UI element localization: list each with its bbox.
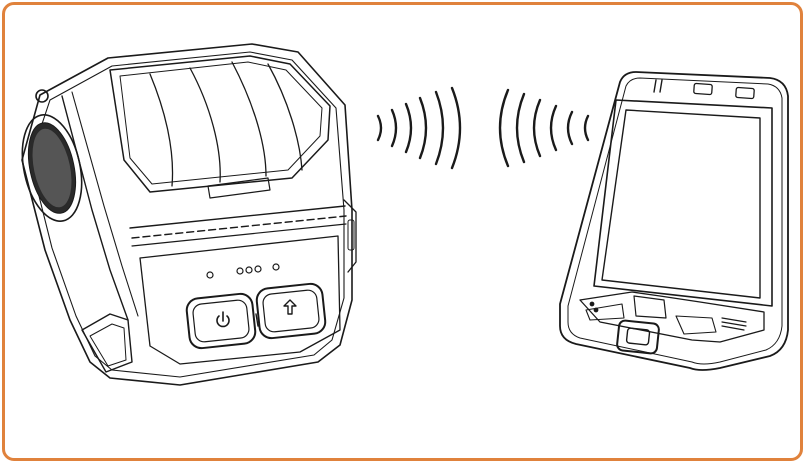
power-button[interactable] bbox=[186, 293, 257, 350]
strap-loop bbox=[36, 90, 48, 102]
navigation-pad bbox=[617, 320, 660, 354]
device-screen bbox=[602, 110, 760, 298]
printer-body bbox=[22, 44, 352, 385]
mobile-printer bbox=[13, 44, 356, 385]
indicator-led bbox=[237, 268, 243, 274]
indicator-led bbox=[207, 272, 213, 278]
printer-signal-arcs bbox=[378, 88, 460, 168]
device-signal-arcs bbox=[500, 90, 588, 166]
pda-handheld-icon bbox=[560, 72, 788, 370]
indicator-led bbox=[246, 267, 252, 273]
wireless-signal bbox=[378, 88, 588, 168]
indicator-led bbox=[255, 266, 261, 272]
indicator-leds bbox=[207, 264, 279, 278]
power-icon bbox=[217, 312, 229, 326]
speaker-grille bbox=[13, 109, 90, 226]
indicator-led bbox=[273, 264, 279, 270]
feed-button[interactable] bbox=[256, 283, 327, 340]
paper-exit-slot bbox=[130, 206, 345, 228]
paper-feed-arrow-icon bbox=[284, 300, 296, 314]
